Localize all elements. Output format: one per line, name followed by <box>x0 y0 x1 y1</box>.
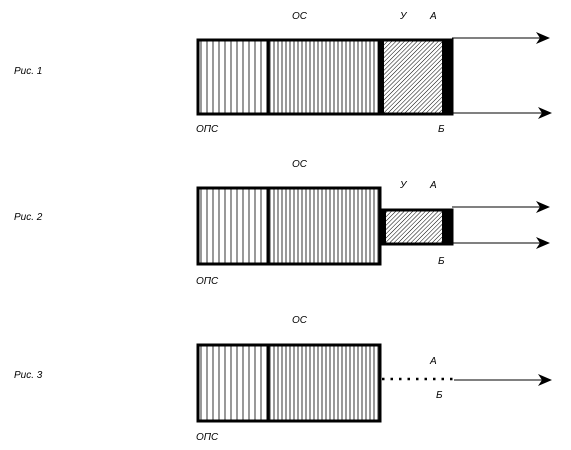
figure-3-label-ops: ОПС <box>196 432 219 443</box>
figure-3-label-a: А <box>429 356 437 367</box>
figure-2-label-b: Б <box>438 256 445 267</box>
figure-2-label-u: У <box>399 180 408 191</box>
figure-1-piston <box>378 40 384 114</box>
figure-2-label-os: ОС <box>292 159 308 170</box>
figure-1-label-ops: ОПС <box>196 124 219 135</box>
figure-2-small-frame <box>378 208 454 246</box>
figure-1-caption: Рис. 1 <box>14 66 42 77</box>
figure-1-u-section <box>384 40 442 114</box>
figure-1-os-section <box>268 40 378 114</box>
figure-3-outer-frame <box>196 343 382 423</box>
figure-1: Рис. 1 ОС У А ОПС Б <box>14 11 552 135</box>
figure-2-label-a: А <box>429 180 437 191</box>
figure-2-caption: Рис. 2 <box>14 212 43 223</box>
figure-3-ops-section <box>198 345 268 421</box>
figure-3: Рис. 3 ОС А ОПС Б <box>14 315 552 443</box>
figure-2-end-plate <box>442 210 452 244</box>
figure-2-os-section <box>268 188 380 264</box>
figure-3-label-os: ОС <box>292 315 308 326</box>
figure-2-u-section <box>386 210 442 244</box>
figure-1-label-a: А <box>429 11 437 22</box>
figure-2: Рис. 2 ОС У А ОПС Б <box>14 159 550 287</box>
figure-3-label-b: Б <box>436 390 443 401</box>
figure-2-piston <box>380 210 386 244</box>
figure-2-ops-section <box>198 188 268 264</box>
figure-1-label-u: У <box>399 11 408 22</box>
figure-3-os-section <box>268 345 380 421</box>
figure-1-end-plate <box>442 40 452 114</box>
figure-1-ops-section <box>198 40 268 114</box>
figure-1-outer-frame <box>196 38 454 116</box>
figure-2-label-ops: ОПС <box>196 276 219 287</box>
figure-3-caption: Рис. 3 <box>14 370 43 381</box>
figure-1-label-b: Б <box>438 124 445 135</box>
figure-1-label-os: ОС <box>292 11 308 22</box>
